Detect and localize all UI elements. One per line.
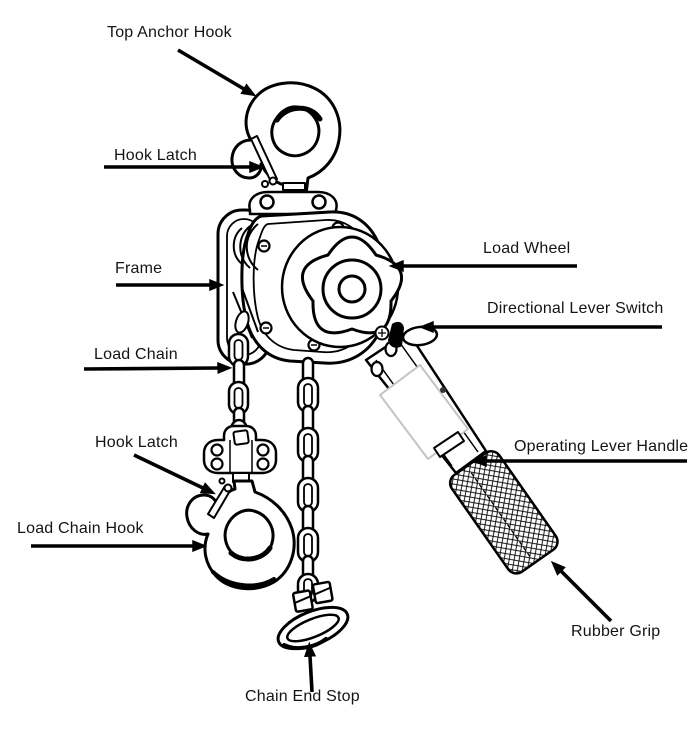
load-wheel-drawing xyxy=(280,225,403,349)
label-hook-latch-lower: Hook Latch xyxy=(95,434,178,451)
label-directional-lever-switch: Directional Lever Switch xyxy=(487,300,664,317)
label-operating-lever-handle: Operating Lever Handle xyxy=(514,438,689,455)
label-load-chain-hook: Load Chain Hook xyxy=(17,520,144,537)
hook-block-drawing xyxy=(202,418,278,483)
arrow-hook-latch-lower xyxy=(133,453,216,495)
spring-drawing xyxy=(232,223,259,339)
load-chain-center-drawing xyxy=(296,356,320,604)
suspension-bracket-drawing xyxy=(248,190,338,216)
label-hook-latch-upper: Hook Latch xyxy=(114,147,197,164)
arrow-chain-end-stop xyxy=(304,641,317,693)
chain-end-stop-drawing xyxy=(276,580,350,651)
arrow-load-chain xyxy=(83,361,233,375)
top-anchor-hook-drawing xyxy=(230,81,342,216)
label-frame: Frame xyxy=(115,260,163,277)
label-top-anchor-hook: Top Anchor Hook xyxy=(107,24,232,41)
label-load-wheel: Load Wheel xyxy=(483,240,571,257)
hook-latch-lower-drawing xyxy=(207,477,233,519)
label-chain-end-stop: Chain End Stop xyxy=(245,688,360,705)
load-chain-left-drawing xyxy=(227,332,250,434)
label-load-chain: Load Chain xyxy=(94,346,178,363)
operating-lever-handle-drawing xyxy=(364,330,559,575)
label-rubber-grip: Rubber Grip xyxy=(571,623,661,640)
load-chain-hook-drawing xyxy=(185,477,296,591)
rubber-grip-drawing xyxy=(448,450,559,575)
arrow-rubber-grip xyxy=(550,560,613,623)
arrow-top-anchor-hook xyxy=(177,48,257,97)
hook-latch-upper-drawing xyxy=(250,135,278,188)
